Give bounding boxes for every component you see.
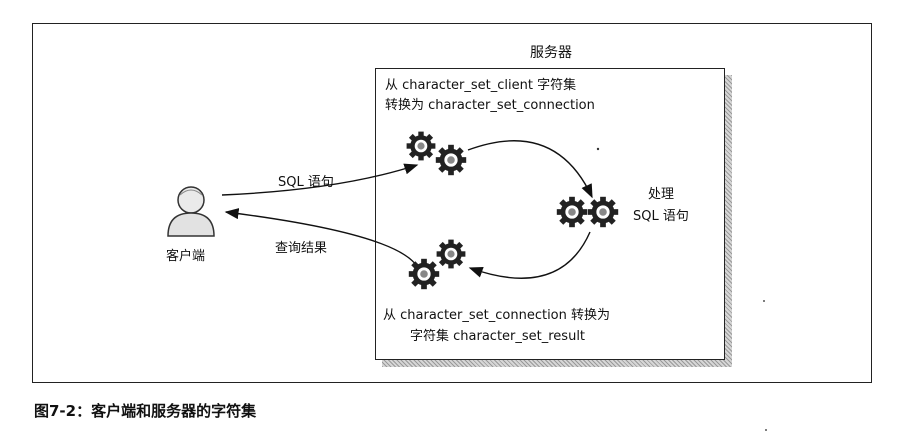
client-label: 客户端: [166, 249, 206, 264]
request-label: SQL 语句: [278, 175, 334, 190]
step2-line2: 字符集 character_set_result: [410, 329, 586, 344]
process-to-result-arrow: [468, 231, 591, 279]
response-label: 查询结果: [275, 241, 328, 256]
gears-icon-convert-out: [408, 239, 466, 290]
server-box: [375, 68, 725, 360]
convert-to-process-arrow: [467, 140, 593, 199]
step1-line1: 从 character_set_client 字符集: [385, 78, 577, 93]
diagram-frame: [32, 23, 872, 383]
response-arrow: [224, 208, 419, 269]
gears-icon-convert-in: [406, 131, 467, 176]
gears-icon-process: [556, 196, 619, 228]
request-arrow: [221, 163, 419, 196]
step1-line2: 转换为 character_set_connection: [385, 98, 595, 113]
process-line1: 处理: [648, 187, 675, 202]
process-line2: SQL 语句: [633, 209, 689, 224]
step2-line1: 从 character_set_connection 转换为: [383, 308, 611, 323]
server-label: 服务器: [530, 45, 572, 61]
figure-caption: 图7-2：客户端和服务器的字符集: [34, 402, 257, 420]
